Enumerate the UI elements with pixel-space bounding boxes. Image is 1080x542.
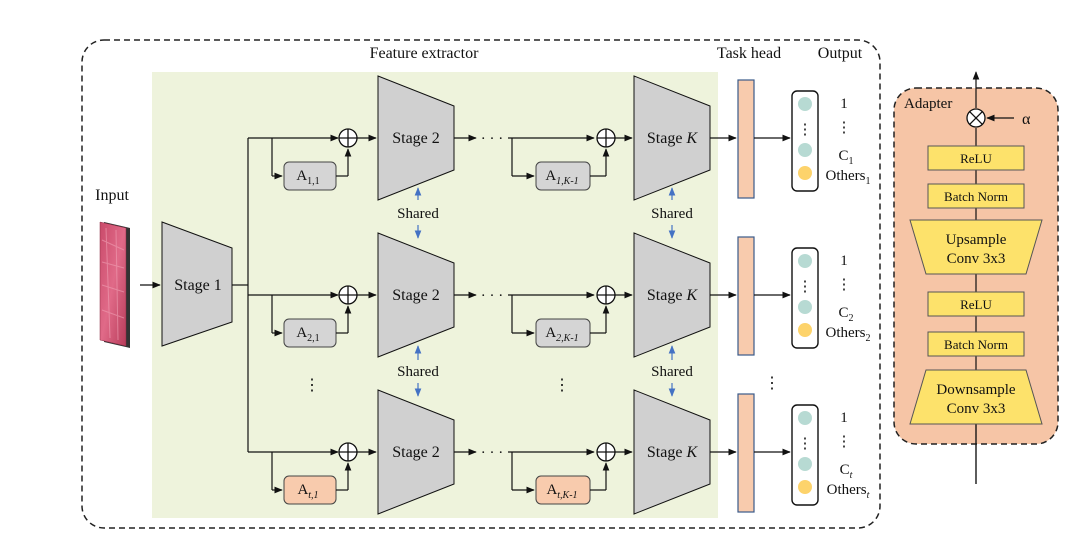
shared-label: Shared (651, 364, 693, 380)
class-c-label: C2 (838, 305, 853, 324)
class-one-label: 1 (840, 253, 848, 269)
stage2-block-label: Stage 2 (392, 444, 440, 461)
output-dot (798, 97, 812, 111)
class-c-label: C1 (838, 148, 853, 167)
stage1-block (161, 221, 233, 347)
upsample-label-1: Upsample (946, 232, 1007, 248)
stagek-block-label: Stage K (647, 130, 699, 147)
shared-label: Shared (397, 206, 439, 222)
shared-stage2-bottom: Shared (397, 345, 439, 397)
output-vdots: ⋮ (798, 122, 813, 138)
vdots-col3: ⋮ (764, 375, 780, 392)
class-one-label: 1 (840, 96, 848, 112)
task-head-block (737, 79, 755, 199)
class-vdots: ⋮ (837, 277, 852, 293)
relu-bottom (927, 291, 1025, 317)
others-label: Others2 (826, 325, 871, 344)
vdots-col1: ⋮ (304, 377, 320, 394)
class-one-label: 1 (840, 410, 848, 426)
task-head-block (737, 236, 755, 356)
add-icon (596, 128, 616, 148)
stage2-block (377, 232, 455, 358)
adapter-first-label: At,1 (297, 482, 318, 501)
feature-extractor-title: Feature extractor (370, 45, 480, 62)
class-vdots: ⋮ (837, 120, 852, 136)
stage1-label: Stage 1 (174, 277, 222, 294)
add-icon (338, 128, 358, 148)
batchnorm-top (927, 183, 1025, 209)
relu-bottom-label: ReLU (960, 297, 992, 312)
adapter-last-label: A2,K-1 (545, 325, 578, 344)
shared-label: Shared (397, 364, 439, 380)
others-label: Others1 (826, 168, 871, 187)
output-dot (798, 300, 812, 314)
output-vdots: ⋮ (798, 436, 813, 452)
stage2-block-label: Stage 2 (392, 287, 440, 304)
add-icon (596, 442, 616, 462)
batchnorm-top-label: Batch Norm (944, 189, 1008, 204)
output-dot (798, 411, 812, 425)
output-dot (798, 143, 812, 157)
output-dot (798, 323, 812, 337)
output-vector (791, 404, 819, 506)
shared-stage2-top: Shared (397, 187, 439, 239)
shared-stagek-bottom: Shared (651, 345, 693, 397)
stage2-block (377, 75, 455, 201)
relu-top (927, 145, 1025, 171)
hdots: · · · (481, 445, 504, 461)
output-dot (798, 457, 812, 471)
hdots: · · · (481, 131, 504, 147)
shared-label: Shared (651, 206, 693, 222)
class-c-label: Ct (840, 462, 853, 481)
stage2-block (377, 389, 455, 515)
input-label: Input (95, 187, 129, 204)
task-head-title: Task head (717, 45, 781, 62)
hdots: · · · (481, 288, 504, 304)
downsample-label-2: Conv 3x3 (947, 401, 1006, 417)
input-image (99, 221, 130, 348)
relu-top-label: ReLU (960, 151, 992, 166)
upsample-label-2: Conv 3x3 (947, 251, 1006, 267)
add-icon (596, 285, 616, 305)
stagek-block-label: Stage K (647, 444, 699, 461)
output-vector (791, 90, 819, 192)
downsample-label-1: Downsample (936, 382, 1015, 398)
output-dot (798, 480, 812, 494)
output-dot (798, 254, 812, 268)
adapter-first-label: A1,1 (296, 168, 319, 187)
adapter-title: Adapter (904, 96, 952, 112)
downsample-conv (909, 369, 1043, 425)
stage2-block-label: Stage 2 (392, 130, 440, 147)
branch-row-2: A2,1 Stage 2 · · · A2,K-1 Stage K ⋮ 1 ⋮ C2Others… (248, 232, 871, 358)
adapter-last-label: At,K-1 (546, 482, 577, 501)
output-vdots: ⋮ (798, 279, 813, 295)
batchnorm-bottom (927, 331, 1025, 357)
adapter-last-label: A1,K-1 (545, 168, 578, 187)
output-title: Output (818, 45, 863, 62)
stagek-block-label: Stage K (647, 287, 699, 304)
add-icon (338, 442, 358, 462)
stagek-block (633, 389, 711, 515)
class-vdots: ⋮ (837, 434, 852, 450)
adapter-first-label: A2,1 (296, 325, 319, 344)
output-vector (791, 247, 819, 349)
shared-stagek-top: Shared (651, 187, 693, 239)
alpha-label: α (1022, 111, 1031, 128)
branch-row-3: At,1 Stage 2 · · · At,K-1 Stage K ⋮ 1 ⋮ CtOthers… (248, 389, 870, 515)
outer-border (81, 39, 881, 529)
multiply-icon (966, 108, 986, 128)
stagek-block (633, 232, 711, 358)
add-icon (338, 285, 358, 305)
others-label: Otherst (827, 482, 870, 501)
batchnorm-bottom-label: Batch Norm (944, 337, 1008, 352)
output-dot (798, 166, 812, 180)
vdots-col2: ⋮ (554, 377, 570, 394)
branch-row-1: A1,1 Stage 2 · · · A1,K-1 Stage K ⋮ 1 ⋮ C1Others… (248, 75, 871, 201)
upsample-conv (909, 219, 1043, 275)
stagek-block (633, 75, 711, 201)
task-head-block (737, 393, 755, 513)
